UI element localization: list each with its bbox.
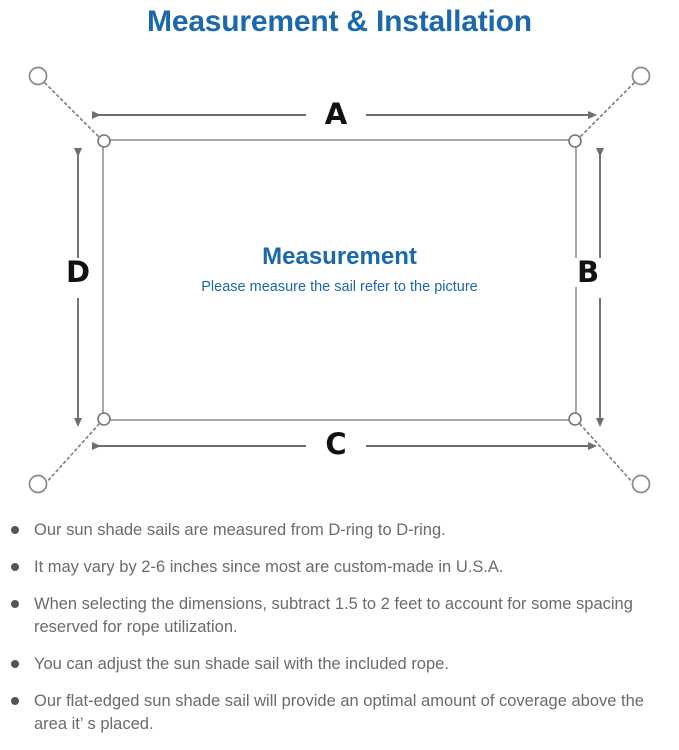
anchor-point-bottom-right — [631, 474, 651, 494]
notes-list: Our sun shade sails are measured from D-… — [0, 519, 679, 750]
list-item: You can adjust the sun shade sail with t… — [0, 653, 679, 676]
rope-lines — [44, 82, 635, 485]
d-ring-top-left — [97, 134, 111, 148]
dimension-label-b: B — [566, 258, 610, 287]
rope-line-bottom-left — [44, 422, 101, 485]
bullet-icon — [11, 563, 19, 571]
bullet-icon — [11, 526, 19, 534]
rope-line-top-left — [44, 82, 101, 139]
note-text: It may vary by 2-6 inches since most are… — [34, 558, 504, 576]
list-item: When selecting the dimensions, subtract … — [0, 593, 679, 639]
bullet-icon — [11, 660, 19, 668]
bullet-icon — [11, 600, 19, 608]
anchor-point-top-left — [28, 66, 48, 86]
list-item: Our sun shade sails are measured from D-… — [0, 519, 679, 542]
list-item: It may vary by 2-6 inches since most are… — [0, 556, 679, 579]
d-ring-top-right — [568, 134, 582, 148]
rope-line-bottom-right — [578, 422, 635, 485]
page-title: Measurement & Installation — [147, 5, 532, 38]
note-text: You can adjust the sun shade sail with t… — [34, 655, 449, 673]
d-ring-bottom-right — [568, 412, 582, 426]
dimension-label-d: D — [56, 258, 100, 287]
anchor-point-bottom-left — [28, 474, 48, 494]
anchor-points — [28, 66, 651, 494]
note-text: When selecting the dimensions, subtract … — [34, 595, 633, 636]
rope-line-top-right — [578, 82, 635, 139]
note-text: Our sun shade sails are measured from D-… — [34, 521, 446, 539]
bullet-icon — [11, 697, 19, 705]
d-rings — [97, 134, 582, 426]
dimension-label-a: A — [306, 100, 366, 129]
anchor-point-top-right — [631, 66, 651, 86]
dimension-label-c: C — [306, 430, 366, 459]
list-item: Our flat-edged sun shade sail will provi… — [0, 690, 679, 736]
note-text: Our flat-edged sun shade sail will provi… — [34, 692, 644, 733]
diagram-container: A C D B Measurement Please measure the s… — [0, 52, 679, 512]
d-ring-bottom-left — [97, 412, 111, 426]
sail-body — [102, 139, 577, 421]
